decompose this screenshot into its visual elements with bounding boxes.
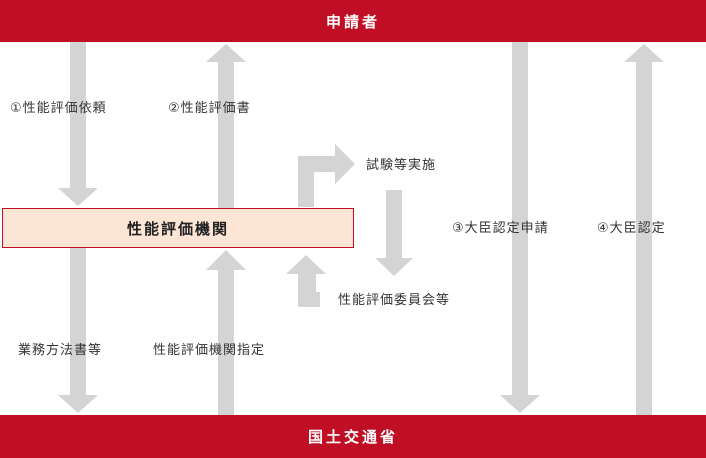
label-testing: 試験等実施 <box>366 158 437 173</box>
arrow-bent-to-body <box>286 255 326 307</box>
ministry-bar: 国土交通省 <box>0 415 706 458</box>
applicant-label: 申請者 <box>325 12 380 31</box>
label-designation: 性能評価機関指定 <box>153 343 266 358</box>
ministry-label: 国土交通省 <box>307 428 398 446</box>
label-certification: ④大臣認定 <box>597 221 666 236</box>
evaluation-body-label: 性能評価機関 <box>126 219 229 238</box>
arrow-up-designation <box>206 250 246 415</box>
arrow-down-testing <box>375 190 413 276</box>
arrow-down-application <box>500 42 540 413</box>
label-methods: 業務方法書等 <box>18 343 103 358</box>
arrow-up-certification <box>624 44 664 415</box>
label-committee: 性能評価委員会等 <box>338 293 451 308</box>
evaluation-body-box: 性能評価機関 <box>2 208 354 248</box>
arrow-down-methods <box>58 248 98 413</box>
label-application: ③大臣認定申請 <box>452 221 549 236</box>
applicant-bar: 申請者 <box>0 0 706 42</box>
arrow-bent-to-testing <box>298 144 355 207</box>
arrow-down-request <box>58 42 98 206</box>
label-request: ①性能評価依頼 <box>10 101 107 116</box>
label-report: ②性能評価書 <box>168 101 251 116</box>
arrow-up-report <box>206 44 246 208</box>
